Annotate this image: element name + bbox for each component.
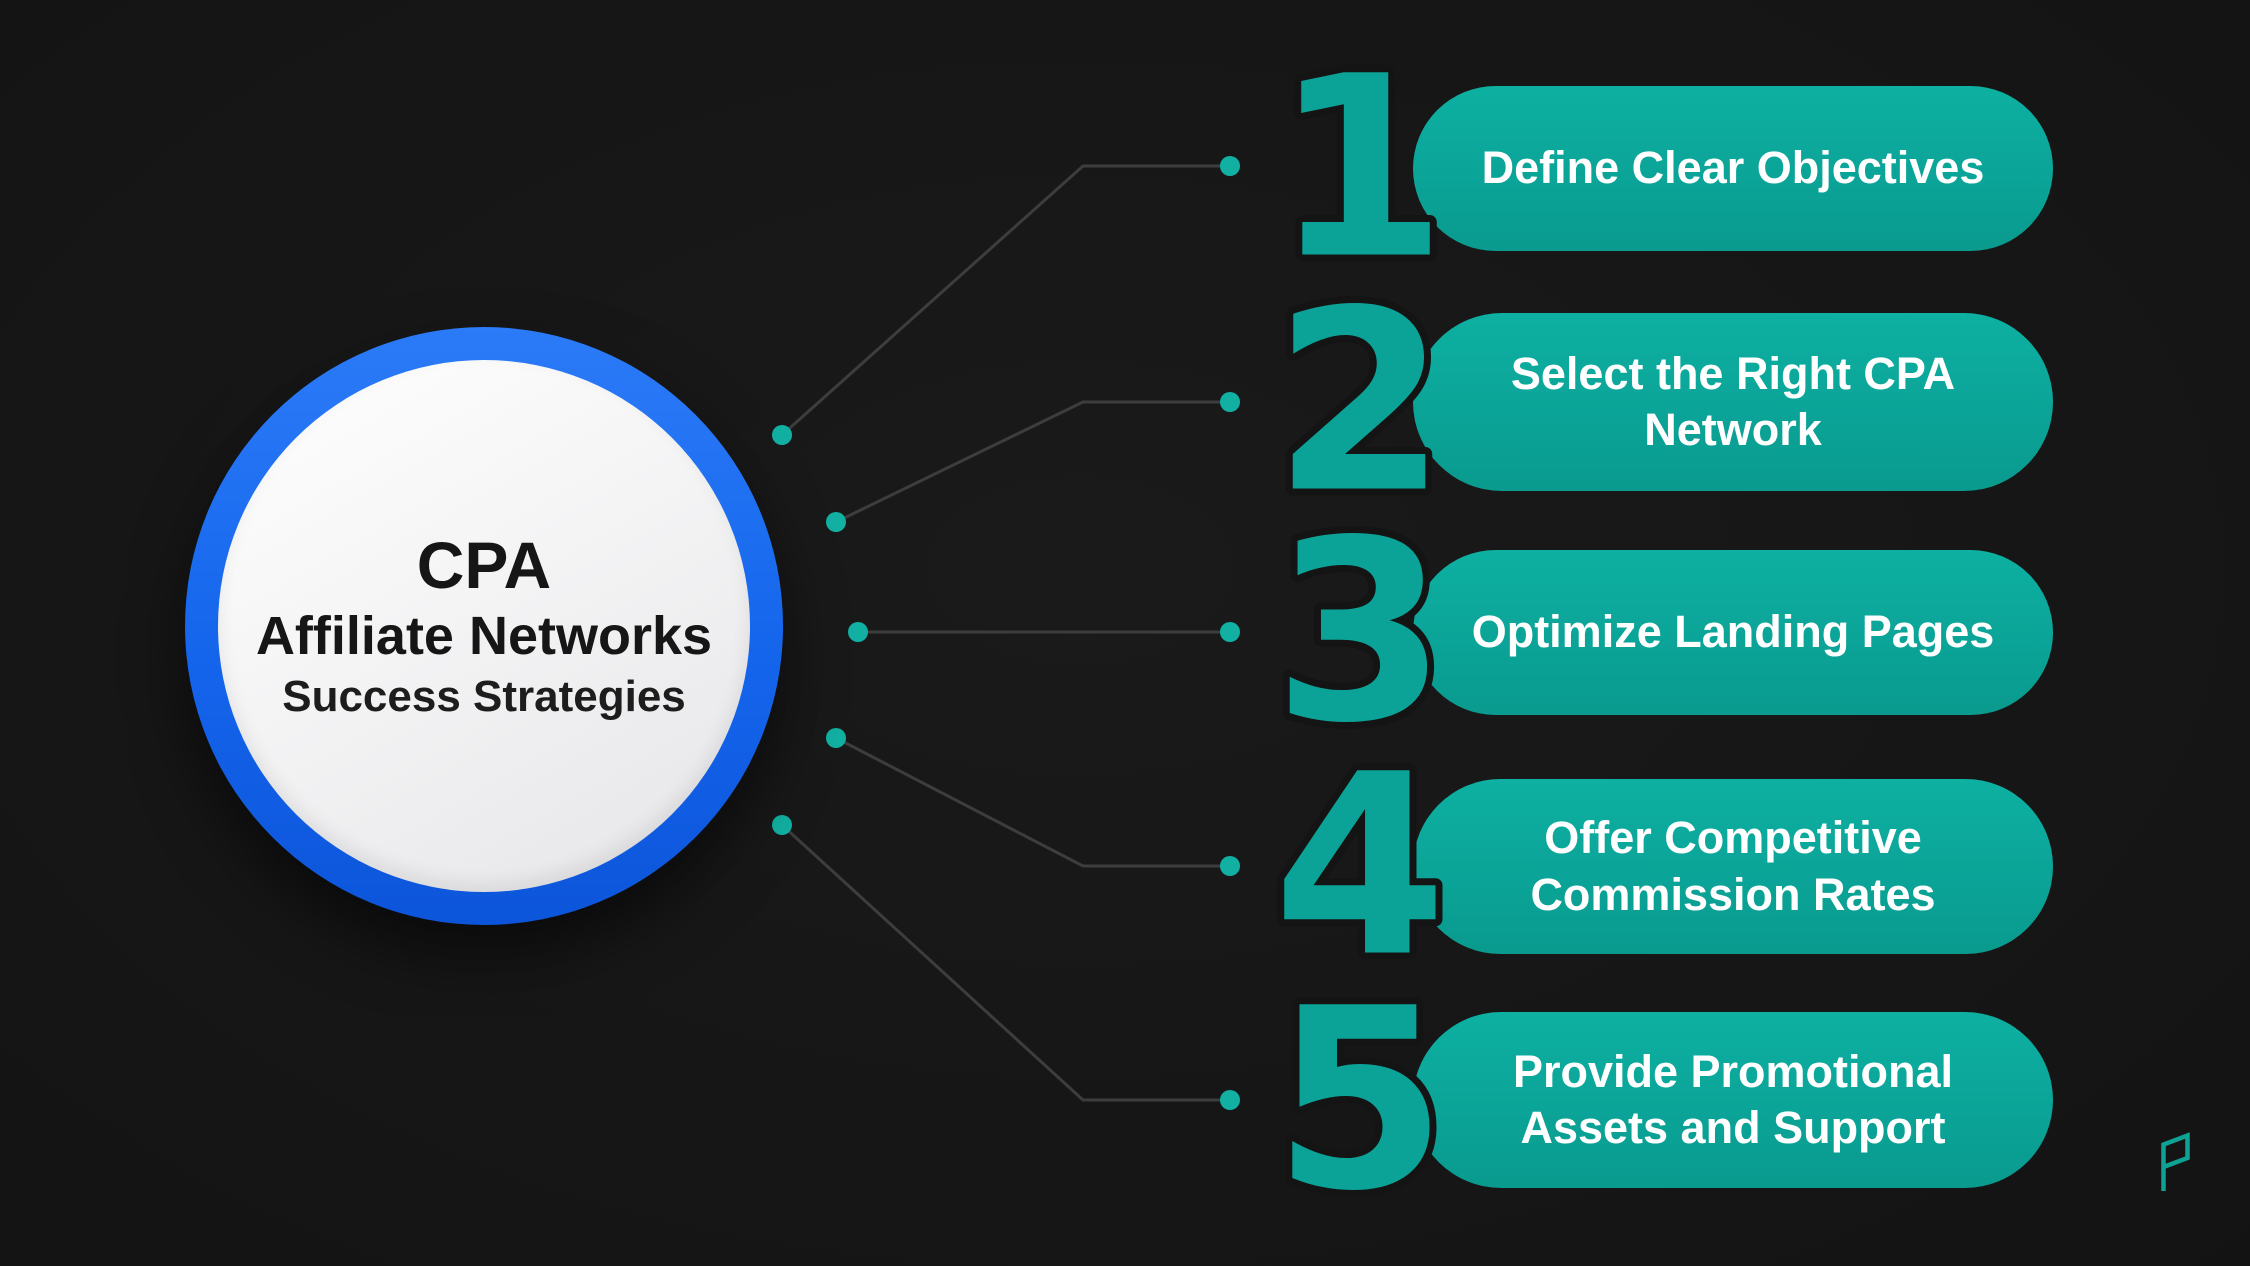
strategy-label-5: Provide Promotional Assets and Support — [1512, 1045, 1954, 1153]
strategy-number-1: 1 — [1273, 23, 1447, 314]
strategy-number-5: 5 — [1273, 955, 1447, 1246]
strategy-number-3: 3 — [1273, 487, 1447, 778]
circle-tagline: Success Strategies — [282, 672, 686, 722]
strategy-label-4: Offer Competitive Commission Rates — [1530, 812, 1936, 920]
connector-dot — [826, 512, 846, 532]
center-circle: CPA Affiliate Networks Success Strategie… — [185, 327, 783, 925]
connector-dot — [772, 815, 792, 835]
connector-line-4 — [835, 736, 1230, 868]
strategy-number-2: 2 — [1273, 257, 1447, 548]
strategy-pill-3: Optimize Landing Pages — [1413, 550, 2053, 715]
strategy-number-3-badge: 3 — [1266, 480, 1454, 785]
strategy-pill-2: Select the Right CPA Network — [1413, 313, 2053, 491]
circle-subtitle: Affiliate Networks — [255, 605, 713, 666]
strategy-label-1: Define Clear Objectives — [1481, 142, 1985, 194]
connector-line-1 — [781, 164, 1230, 437]
strategy-label-2: Select the Right CPA Network — [1510, 347, 1956, 455]
strategy-pill-5: Provide Promotional Assets and Support — [1413, 1012, 2053, 1188]
strategy-number-4-badge: 4 — [1266, 714, 1454, 1019]
circle-title: CPA — [416, 527, 552, 602]
strategy-number-5-badge: 5 — [1266, 948, 1454, 1253]
strategy-pill-1: Define Clear Objectives — [1413, 86, 2053, 251]
center-circle-inner: CPA Affiliate Networks Success Strategie… — [218, 360, 750, 892]
strategy-number-4: 4 — [1273, 721, 1447, 1012]
connector-line-2 — [835, 400, 1230, 524]
strategy-number-2-badge: 2 — [1266, 250, 1454, 555]
strategy-number-1-badge: 1 — [1266, 16, 1454, 321]
flag-p-logo-icon — [2161, 1132, 2190, 1191]
connector-dot — [848, 622, 868, 642]
connector-line-5 — [780, 823, 1230, 1102]
strategy-pill-4: Offer Competitive Commission Rates — [1413, 779, 2053, 954]
strategy-label-3: Optimize Landing Pages — [1471, 606, 1995, 658]
connector-dot — [826, 728, 846, 748]
connector-dot — [772, 425, 792, 445]
